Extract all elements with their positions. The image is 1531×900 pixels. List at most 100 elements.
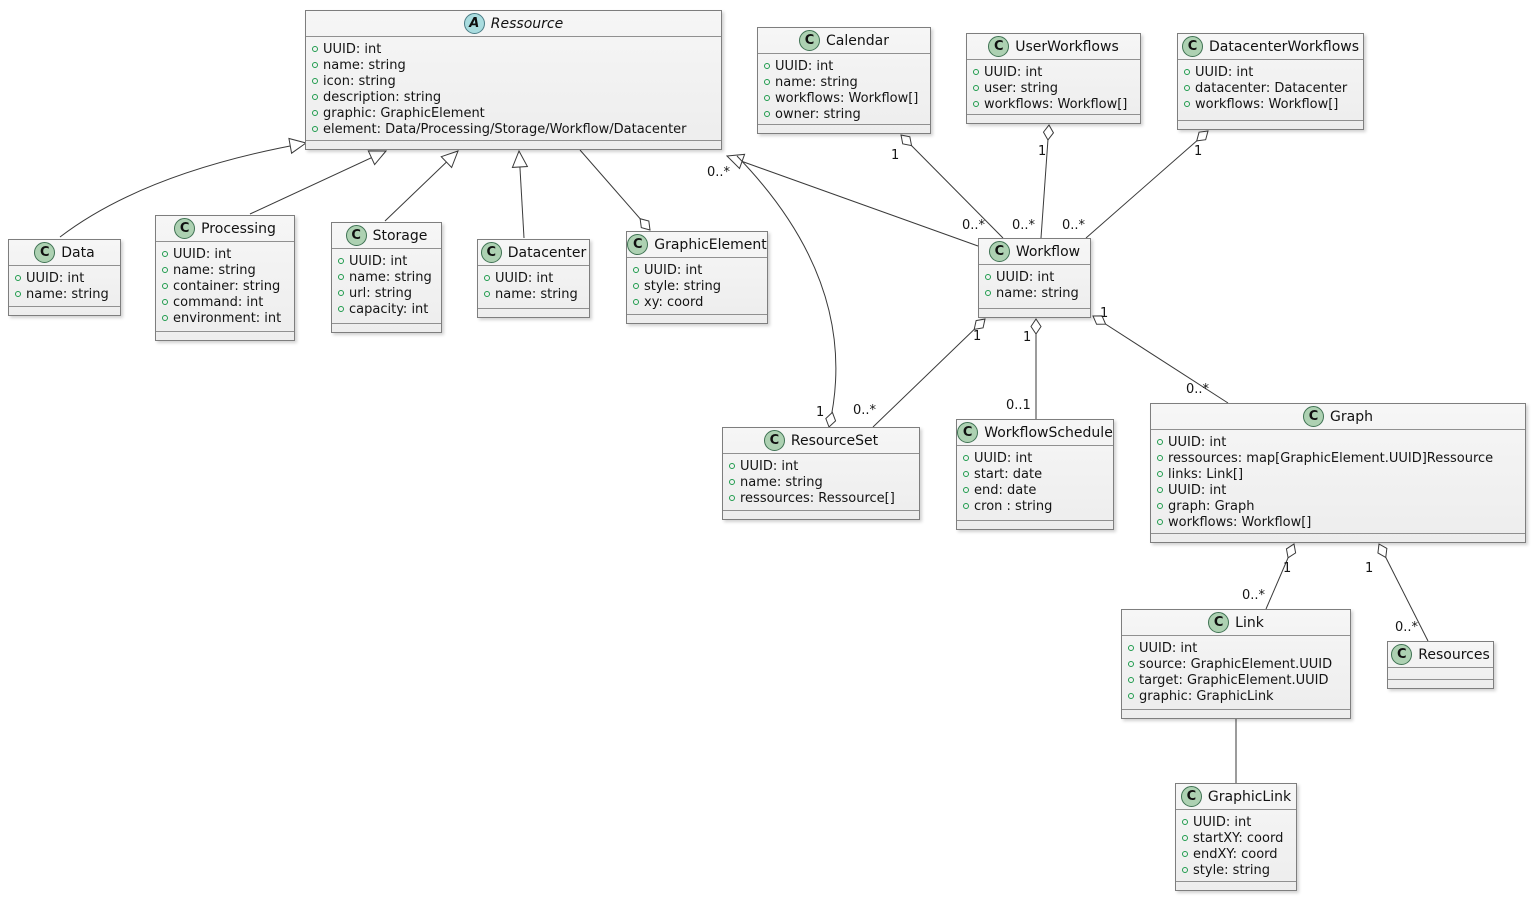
class-icon: C — [799, 30, 821, 51]
attribute-row: xy: coord — [633, 294, 761, 310]
attribute-row: endXY: coord — [1182, 846, 1290, 862]
multiplicity-label: 0..* — [1012, 218, 1036, 233]
edge-data-ressource — [59, 142, 307, 238]
class-name: GraphicLink — [1207, 788, 1292, 805]
attribute-text: UUID: int — [1168, 434, 1227, 450]
attribute-row: UUID: int — [963, 450, 1107, 466]
attribute-text: capacity: int — [349, 301, 429, 317]
attribute-row: workflows: Workflow[] — [1157, 514, 1519, 530]
attribute-row: UUID: int — [1128, 640, 1344, 656]
class-name: Datacenter — [507, 244, 587, 261]
attribute-row: element: Data/Processing/Storage/Workflo… — [312, 121, 715, 137]
attribute-row: name: string — [764, 74, 924, 90]
attributes-compartment — [1388, 668, 1493, 679]
attribute-row: UUID: int — [338, 253, 435, 269]
field-visibility-icon — [162, 299, 168, 305]
multiplicity-label: 0..* — [1395, 620, 1419, 635]
attribute-text: graphic: GraphicLink — [1139, 688, 1274, 704]
class-icon: C — [957, 422, 979, 443]
attribute-row: name: string — [338, 269, 435, 285]
field-visibility-icon — [963, 471, 969, 477]
field-visibility-icon — [312, 126, 318, 132]
attribute-text: endXY: coord — [1193, 846, 1278, 862]
class-icon: C — [174, 218, 196, 239]
attribute-row: workflows: Workflow[] — [764, 90, 924, 106]
class-icon: C — [988, 36, 1010, 57]
class-icon: C — [1208, 612, 1230, 633]
aggregation-diamond-icon — [973, 318, 986, 331]
attribute-row: name: string — [484, 286, 583, 302]
class-icon: C — [763, 430, 785, 451]
class-name: Workflow — [1015, 243, 1081, 260]
methods-compartment — [1151, 533, 1525, 542]
field-visibility-icon — [338, 306, 344, 312]
attribute-row: UUID: int — [985, 269, 1084, 285]
abstract-class-icon: A — [463, 13, 485, 34]
attribute-row: UUID: int — [484, 270, 583, 286]
methods-compartment — [758, 124, 930, 133]
class-name: Data — [61, 244, 95, 261]
attribute-text: workflows: Workflow[] — [1168, 514, 1312, 530]
class-name: Calendar — [826, 32, 889, 49]
attribute-text: start: date — [974, 466, 1043, 482]
multiplicity-label: 0..1 — [1006, 398, 1031, 413]
multiplicity-label: 1 — [1100, 306, 1108, 321]
class-name: DatacenterWorkflows — [1208, 38, 1360, 55]
multiplicity-label: 0..* — [1242, 588, 1266, 603]
edge-workflow-ressource — [726, 155, 979, 247]
aggregation-diamond-icon — [1092, 315, 1107, 325]
edge-workflow-resourceset — [872, 318, 986, 428]
attribute-row: description: string — [312, 89, 715, 105]
attribute-text: style: string — [644, 278, 722, 294]
class-header: C WorkflowSchedule — [957, 420, 1113, 446]
attribute-text: UUID: int — [495, 270, 554, 286]
edge-processing-ressource — [249, 150, 387, 215]
field-visibility-icon — [633, 299, 639, 305]
field-visibility-icon — [162, 267, 168, 273]
class-name: Graph — [1330, 408, 1373, 425]
field-visibility-icon — [312, 46, 318, 52]
field-visibility-icon — [1128, 677, 1134, 683]
aggregation-diamond-icon — [900, 134, 913, 147]
field-visibility-icon — [633, 283, 639, 289]
class-icon: C — [34, 242, 56, 263]
attribute-row: url: string — [338, 285, 435, 301]
field-visibility-icon — [729, 463, 735, 469]
attribute-row: owner: string — [764, 106, 924, 122]
attribute-row: end: date — [963, 482, 1107, 498]
attribute-text: user: string — [984, 80, 1058, 96]
class-header: C Data — [9, 240, 120, 266]
class-icon: C — [1391, 644, 1413, 665]
field-visibility-icon — [312, 62, 318, 68]
attribute-row: UUID: int — [162, 246, 288, 262]
attribute-row: cron : string — [963, 498, 1107, 514]
attribute-row: container: string — [162, 278, 288, 294]
class-name: WorkflowSchedule — [984, 424, 1113, 441]
inheritance-arrowhead-icon — [288, 137, 308, 155]
attribute-text: UUID: int — [1195, 64, 1254, 80]
class-icon: C — [1180, 786, 1202, 807]
class-icon: C — [1303, 406, 1325, 427]
attribute-row: environment: int — [162, 310, 288, 326]
methods-compartment — [957, 520, 1113, 529]
field-visibility-icon — [162, 315, 168, 321]
attribute-row: command: int — [162, 294, 288, 310]
class-header: C Calendar — [758, 28, 930, 54]
field-visibility-icon — [162, 283, 168, 289]
